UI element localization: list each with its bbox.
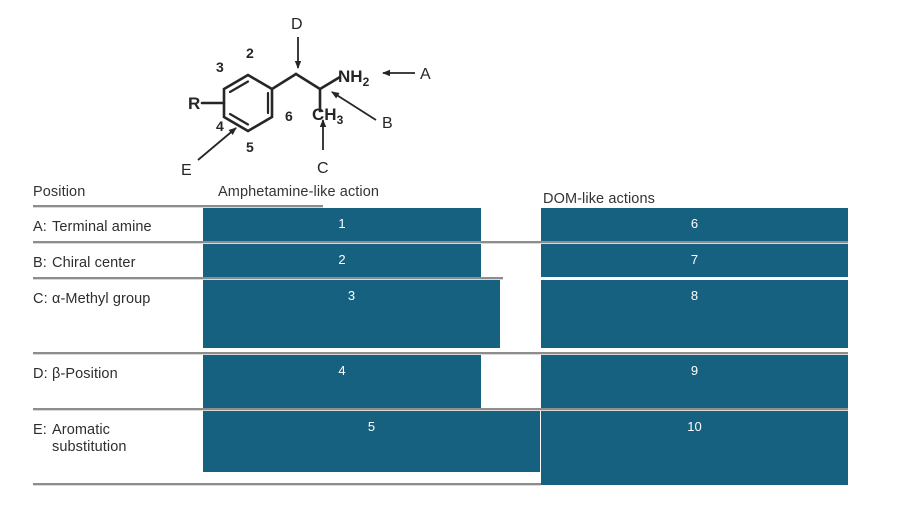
bar-dom-row-a: 6: [541, 208, 848, 241]
amine-group-label: NH2: [338, 67, 370, 89]
callout-arrow-e: [197, 127, 237, 161]
bar-value-amphetamine-row-d: 4: [338, 363, 346, 378]
bar-amphetamine-row-e: 5: [203, 411, 540, 472]
row-text-d: β-Position: [52, 366, 118, 382]
row-label-d: D:β-Position: [33, 366, 118, 383]
row-key-d: D:: [33, 366, 48, 382]
bar-dom-row-d: 9: [541, 355, 848, 408]
callout-label-a: A: [420, 66, 431, 83]
bar-value-dom-row-b: 7: [690, 252, 699, 267]
row-key-c: C:: [33, 291, 48, 307]
ring-number-2: 2: [246, 45, 254, 61]
row-text-e-line2: substitution: [52, 439, 127, 455]
bar-dom-row-b: 7: [541, 244, 848, 277]
bar-amphetamine-row-c: 3: [203, 280, 500, 348]
bar-value-dom-row-c: 8: [690, 288, 699, 303]
ring-number-5: 5: [246, 139, 254, 155]
bar-amphetamine-row-b: 2: [203, 244, 481, 277]
column-header-dom-like-actions: DOM-like actions: [543, 191, 655, 207]
rule-above-row-e: [33, 408, 848, 410]
bar-value-amphetamine-row-a: 1: [338, 216, 346, 231]
bar-value-amphetamine-row-b: 2: [338, 252, 346, 267]
row-text-a: Terminal amine: [52, 219, 152, 235]
ring-number-6: 6: [285, 108, 293, 124]
methyl-label-subscript: 3: [337, 113, 344, 127]
bar-value-amphetamine-row-c: 3: [347, 288, 356, 303]
bar-amphetamine-row-a: 1: [203, 208, 481, 241]
rule-above-row-b: [33, 241, 848, 243]
chemical-structure-diagram: R 2 3 4 5 6 NH2 CH3 A B: [180, 10, 480, 180]
rule-above-row-d: [33, 352, 848, 354]
bar-dom-row-c: 8: [541, 280, 848, 348]
callout-arrow-b: [331, 91, 377, 121]
callout-label-b: B: [382, 115, 393, 132]
callout-label-d: D: [291, 16, 303, 33]
bar-value-dom-row-a: 6: [690, 216, 699, 231]
rule-above-row-a: [33, 205, 323, 207]
callout-label-e: E: [181, 162, 192, 179]
column-header-position: Position: [33, 184, 86, 200]
row-key-a: A:: [33, 219, 47, 235]
structure-svg: R 2 3 4 5 6 NH2 CH3 A B: [181, 16, 431, 179]
ring-number-4: 4: [216, 118, 224, 134]
row-key-e: E:: [33, 422, 47, 438]
row-text-e-line1: Aromatic: [52, 422, 111, 438]
amine-label-main: NH: [338, 67, 363, 86]
bar-value-dom-row-d: 9: [690, 363, 699, 378]
methyl-label-main: CH: [312, 105, 337, 124]
rule-table-bottom: [33, 483, 541, 485]
bar-dom-row-e: 10: [541, 411, 848, 485]
substituent-label-r: R: [188, 94, 200, 113]
ring-number-3: 3: [216, 59, 224, 75]
row-label-c: C:α-Methyl group: [33, 291, 150, 308]
bar-value-dom-row-e: 10: [687, 419, 702, 434]
row-text-b: Chiral center: [52, 255, 136, 271]
row-key-b: B:: [33, 255, 47, 271]
bar-value-amphetamine-row-e: 5: [367, 419, 376, 434]
bar-amphetamine-row-d: 4: [203, 355, 481, 408]
amine-label-subscript: 2: [363, 75, 370, 89]
row-label-a: A: Terminal amine: [33, 219, 152, 236]
callout-label-c: C: [317, 160, 329, 177]
row-text-c: α-Methyl group: [52, 291, 151, 307]
row-label-b: B: Chiral center: [33, 255, 136, 272]
column-header-amphetamine-like-action: Amphetamine-like action: [218, 184, 380, 200]
rule-above-row-c: [33, 277, 503, 279]
methyl-group-label: CH3: [312, 105, 344, 127]
